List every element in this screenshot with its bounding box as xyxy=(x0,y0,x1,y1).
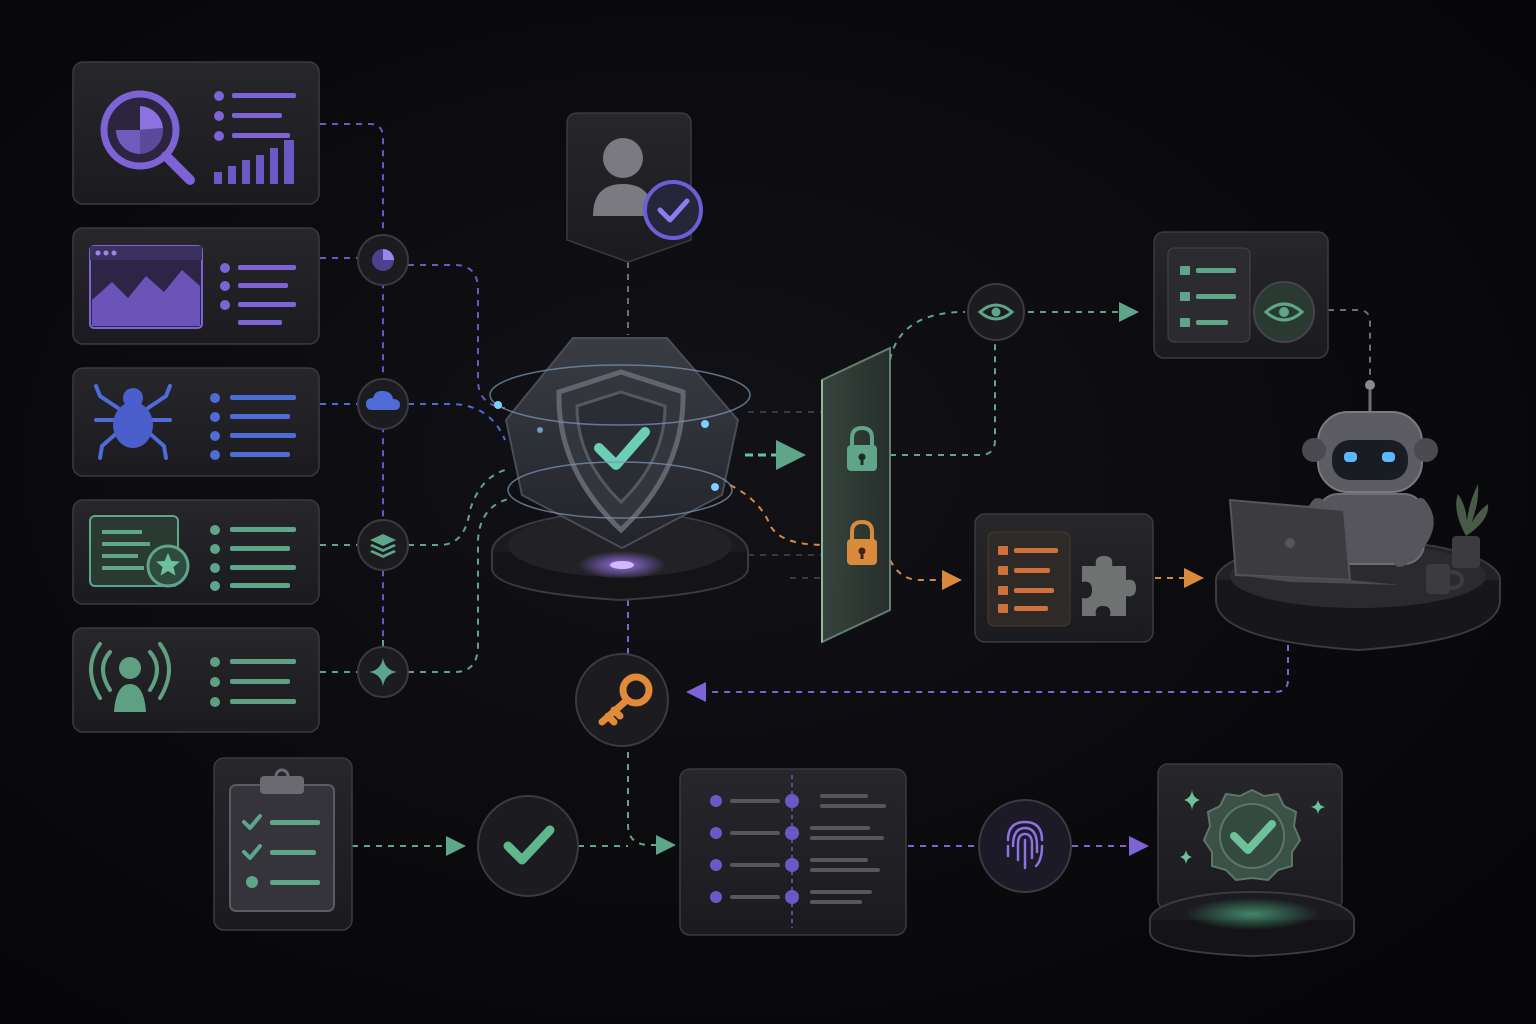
key-node[interactable] xyxy=(575,653,669,747)
timeline-list-icon xyxy=(710,794,886,904)
web-dashboard-list-lines xyxy=(220,263,296,325)
line-to-hub-2 xyxy=(408,403,506,441)
monitor-panel-card[interactable] xyxy=(1153,231,1329,359)
line-gate-to-plugin xyxy=(889,559,962,590)
magnifier-pie-chart-icon xyxy=(100,90,195,185)
check-circle-icon xyxy=(503,825,555,865)
fingerprint-icon xyxy=(1006,820,1044,870)
line-hub-to-gate-orange xyxy=(729,484,826,546)
layers-icon xyxy=(370,534,396,558)
user-verify-node[interactable] xyxy=(566,112,703,263)
broadcast-user-source-card[interactable] xyxy=(72,627,320,733)
pie-chart-connector-node[interactable] xyxy=(357,234,409,286)
biometric-node[interactable] xyxy=(978,799,1072,893)
robot-agent-node[interactable] xyxy=(1215,380,1501,652)
clipboard-card[interactable] xyxy=(213,757,353,931)
web-dashboard-source-card[interactable] xyxy=(72,227,320,345)
bar-chart-icon xyxy=(214,140,294,184)
certificate-source-card[interactable] xyxy=(72,499,320,605)
line-key-to-timeline xyxy=(627,740,676,855)
padlock-icon xyxy=(847,425,877,471)
monitor-eye-node[interactable] xyxy=(967,283,1025,341)
eye-icon xyxy=(977,303,1015,321)
clipboard-checklist-icon xyxy=(229,768,335,912)
robot-laptop-icon xyxy=(1228,380,1489,594)
cloud-icon xyxy=(366,390,400,410)
line-to-hub-1 xyxy=(408,264,506,409)
checklist-eye-icon xyxy=(1253,281,1315,343)
bug-tracker-source-card[interactable] xyxy=(72,367,320,477)
padlock-orange-icon xyxy=(847,519,877,565)
checklist-puzzle-icon xyxy=(1082,556,1136,616)
certificate-list-lines xyxy=(210,525,296,591)
layers-connector-node[interactable] xyxy=(357,519,409,571)
broadcast-list-lines xyxy=(210,657,296,707)
bug-tracker-list-lines xyxy=(210,393,296,460)
security-gate[interactable] xyxy=(821,346,891,644)
user-check-icon xyxy=(593,138,703,240)
browser-chart-icon xyxy=(89,245,203,329)
certificate-star-icon xyxy=(89,515,190,588)
line-panel-to-robot xyxy=(1328,309,1371,378)
broadcast-user-icon xyxy=(89,642,171,712)
source-bus-line xyxy=(320,123,384,640)
sparkle-decor xyxy=(1180,790,1325,864)
gate-guide-bottom xyxy=(748,554,822,579)
line-gate-top xyxy=(889,311,966,361)
pie-chart-icon xyxy=(372,249,394,271)
checklist-icon xyxy=(1180,266,1236,327)
analytics-source-card[interactable] xyxy=(72,61,320,205)
central-security-hub[interactable] xyxy=(489,337,751,602)
checklist-orange-icon xyxy=(998,546,1058,613)
bug-icon xyxy=(94,384,172,460)
cloud-connector-node[interactable] xyxy=(357,378,409,430)
sparkle-connector-node[interactable] xyxy=(357,646,409,698)
badge-check-icon xyxy=(1202,788,1302,882)
line-to-hub-4 xyxy=(408,497,513,673)
hub-orbit-nodes xyxy=(494,401,719,491)
approve-node[interactable] xyxy=(477,795,579,897)
timeline-panel-card[interactable] xyxy=(679,768,907,936)
key-icon xyxy=(598,673,653,726)
hub-orbit-rings xyxy=(489,364,751,519)
analytics-list-lines xyxy=(214,91,296,141)
line-to-hub-3 xyxy=(408,469,506,546)
shield-check-icon xyxy=(556,369,686,534)
certified-badge-node[interactable] xyxy=(1149,763,1355,958)
plugin-panel-card[interactable] xyxy=(974,513,1154,643)
badge-glow xyxy=(1186,898,1318,930)
sparkle-icon xyxy=(369,658,397,686)
